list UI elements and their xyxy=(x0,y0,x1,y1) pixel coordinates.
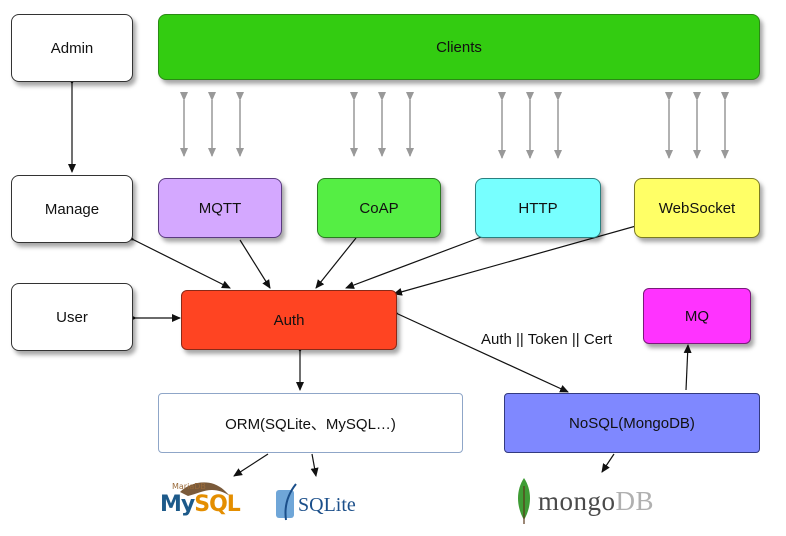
mqtt-auth-link xyxy=(239,239,271,289)
mongodb-db-text: DB xyxy=(615,486,655,516)
nosql-mongodb-link xyxy=(601,453,615,473)
coap-node[interactable]: CoAP xyxy=(317,178,441,238)
admin-node[interactable]: Admin xyxy=(11,14,133,82)
coap-auth-link xyxy=(315,237,357,289)
mqtt-node[interactable]: MQTT xyxy=(158,178,282,238)
user-label: User xyxy=(56,308,88,326)
mysql-logo: MariaDB MySQL xyxy=(160,476,250,526)
protocol-arrows xyxy=(180,92,729,159)
user-node[interactable]: User xyxy=(11,283,133,351)
orm-mysql-link xyxy=(233,453,269,477)
sqlite-logo: SQLite xyxy=(272,478,367,523)
manage-label: Manage xyxy=(44,200,100,218)
manage-node[interactable]: Manage xyxy=(11,175,133,243)
mysql-maria-text: MariaDB xyxy=(172,482,206,491)
auth-nosql-link xyxy=(389,307,569,393)
nosql-node[interactable]: NoSQL(MongoDB) xyxy=(504,393,760,453)
auth-nosql-edge-label: Auth || Token || Cert xyxy=(481,331,613,348)
mysql-sql-text: SQL xyxy=(194,492,241,517)
http-node[interactable]: HTTP xyxy=(475,178,601,238)
mq-node[interactable]: MQ xyxy=(643,288,751,344)
nosql-label: NoSQL(MongoDB) xyxy=(569,414,695,432)
nosql-mq-link xyxy=(683,344,692,391)
auth-label: Auth xyxy=(273,311,305,329)
coap-label: CoAP xyxy=(359,199,399,217)
websocket-label: WebSocket xyxy=(658,199,736,217)
websocket-node[interactable]: WebSocket xyxy=(634,178,760,238)
clients-label: Clients xyxy=(436,38,482,56)
mongodb-main-text: mongo xyxy=(538,486,616,516)
http-auth-link xyxy=(345,235,485,289)
admin-label: Admin xyxy=(50,39,94,57)
mysql-my-text: My xyxy=(160,492,195,517)
orm-sqlite-link xyxy=(310,453,319,477)
auth-node[interactable]: Auth xyxy=(181,290,397,350)
mongodb-wordmark: mongoDB xyxy=(538,486,654,517)
orm-node[interactable]: ORM(SQLite、MySQL…) xyxy=(158,393,463,453)
manage-auth-link xyxy=(125,232,231,289)
mongodb-logo: mongoDB xyxy=(512,472,672,528)
dolphin-icon xyxy=(180,482,230,496)
clients-node[interactable]: Clients xyxy=(158,14,760,80)
mqtt-label: MQTT xyxy=(198,199,242,217)
mysql-wordmark: MySQL xyxy=(160,492,241,517)
sqlite-feather-icon xyxy=(276,483,297,521)
orm-label: ORM(SQLite、MySQL…) xyxy=(225,415,396,433)
sqlite-wordmark: SQLite xyxy=(298,494,356,516)
http-label: HTTP xyxy=(518,199,558,217)
mq-label: MQ xyxy=(684,307,710,325)
mongodb-leaf-icon xyxy=(518,478,530,524)
